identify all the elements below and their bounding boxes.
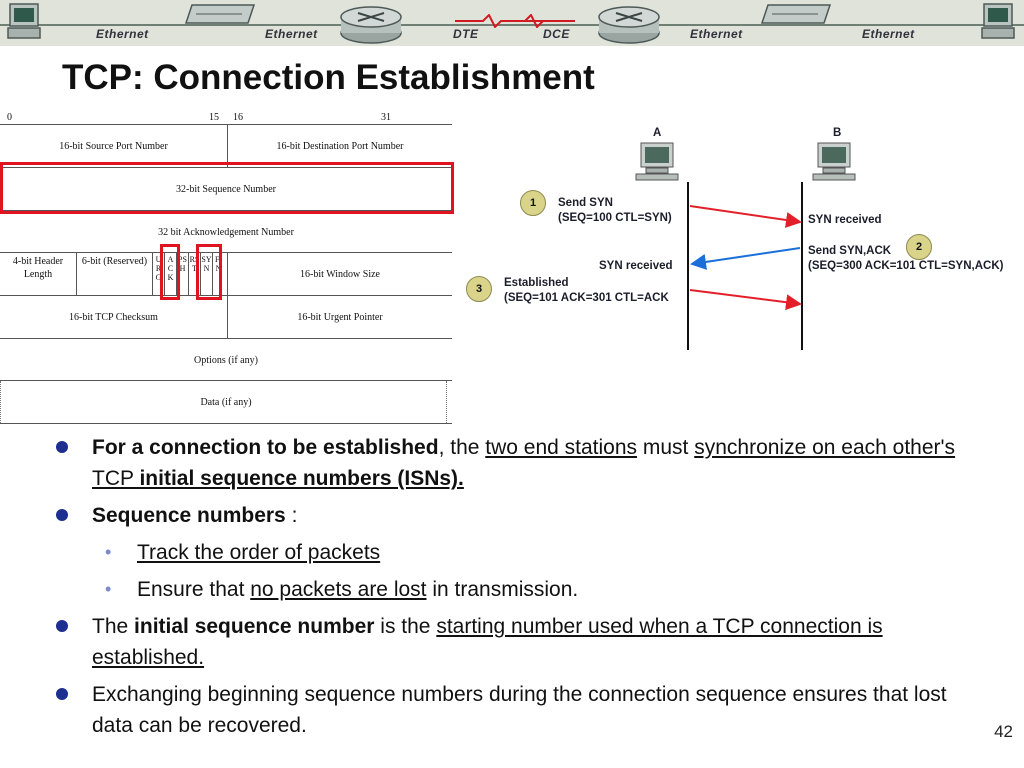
bullet-list: For a connection to be established, the … [56,432,986,747]
bullet-text: synchronize on each other's TCP [92,436,956,490]
banner-label: Ethernet [265,27,318,41]
page-number: 42 [994,722,1013,741]
flag-urg: URG [152,253,164,295]
step-3-badge: 3 [466,276,492,302]
sub-bullet-item: • Ensure that no packets are lost in tra… [56,574,986,605]
serial-link-icon [455,14,575,28]
handshake-arrows [635,142,856,350]
bullet-text: initial sequence numbers (ISNs). [139,467,464,490]
sequence-number-field: 32-bit Sequence Number [176,183,276,195]
router-icon [598,6,660,44]
pc-icon [7,3,41,39]
network-cable [0,24,1024,26]
banner-label: DTE [453,27,479,41]
tcp-header-diagram: 0 15 16 31 16-bit Source Port Number 16-… [0,110,460,430]
sub-bullet-icon: • [105,579,112,599]
bullet-item: For a connection to be established, the … [56,432,986,494]
bullet-text: no packets are lost [250,578,427,601]
bit-number: 15 [209,112,219,123]
checksum-field: 16-bit TCP Checksum [69,311,158,323]
bullet-icon [56,509,68,521]
step-3-line2: (SEQ=101 ACK=301 CTL=ACK [504,292,669,304]
syn-received-a: SYN received [599,260,673,272]
dotted-edge [446,381,453,423]
dotted-edge [0,381,7,423]
bullet-item: Exchanging beginning sequence numbers du… [56,679,986,741]
bit-number: 16 [233,112,243,123]
urgent-pointer-field: 16-bit Urgent Pointer [227,296,452,338]
syn-flag-highlight [196,244,222,300]
bullet-text: Ensure that [137,578,251,601]
bullet-text: Exchanging beginning sequence numbers du… [92,683,947,737]
bullet-text: in transmission. [426,578,579,601]
header-row-sequence: 32-bit Sequence Number [0,167,452,210]
flag-fin: FIN [212,253,224,295]
source-port-field: 16-bit Source Port Number [59,140,168,152]
bullet-icon [56,441,68,453]
header-row-ports: 16-bit Source Port Number 16-bit Destina… [0,124,452,167]
bullet-icon [56,688,68,700]
header-row-ack: 32 bit Acknowledgement Number [0,210,452,253]
sub-bullet-icon: • [105,542,112,562]
step-2-badge: 2 [906,234,932,260]
pc-icon [981,3,1015,39]
bullet-text: Track the order of packets [137,541,381,564]
syn-received-b: SYN received [808,214,882,226]
bullet-text: , the [438,436,486,459]
bullet-item: The initial sequence number is the start… [56,611,986,673]
flag-psh: PSH [176,253,188,295]
header-row-checksum: 16-bit TCP Checksum 16-bit Urgent Pointe… [0,295,452,338]
hub-icon [184,4,256,24]
bullet-item: Sequence numbers : [56,500,986,531]
ack-number-field: 32 bit Acknowledgement Number [158,226,294,238]
sequence-highlight [0,162,454,214]
ack-flag-highlight [160,244,180,300]
router-icon [340,6,402,44]
flag-syn: SYN [200,253,212,295]
step-1-line2: (SEQ=100 CTL=SYN) [558,212,672,224]
pc-icon [635,142,679,181]
pc-icon [812,142,856,181]
bit-number: 0 [7,112,12,123]
banner-label: Ethernet [690,27,743,41]
banner-label: DCE [543,27,570,41]
bullet-text: : [285,504,298,527]
step-1-badge: 1 [520,190,546,216]
header-row-options: Options (if any) [0,338,452,381]
host-a-label: A [653,127,662,139]
bullet-text: must [637,436,695,459]
flag-rst: RST [188,253,200,295]
bullet-text: starting number used when a TCP connecti… [92,615,883,669]
banner-label: Ethernet [862,27,915,41]
bullet-text: is the [374,615,437,638]
host-b-label: B [833,127,842,139]
dest-port-field: 16-bit Destination Port Number [227,125,452,167]
sub-bullet-item: • Track the order of packets [56,537,986,568]
bullet-text: For a connection to be established [92,436,439,459]
window-size-field: 16-bit Window Size [227,253,452,295]
bullet-text: Sequence numbers [92,504,286,527]
flag-ack: ACK [164,253,176,295]
bullet-text: two end stations [485,436,638,459]
reserved-field: 6-bit (Reserved) [76,253,152,295]
step-1-line1: Send SYN [558,197,613,209]
bullet-text: initial sequence number [134,615,375,638]
step-2-line1: Send SYN,ACK [808,245,892,257]
header-length-field: 4-bit Header Length [12,256,64,280]
network-banner: Ethernet Ethernet DTE DCE Ethernet Ether… [0,0,1024,46]
bit-number: 31 [381,112,391,123]
step-3-line1: Established [504,277,569,289]
options-field: Options (if any) [194,354,258,366]
header-row-flags: 4-bit Header Length 6-bit (Reserved) URG… [0,252,452,295]
hub-icon [760,4,832,24]
data-field: Data (if any) [200,396,252,408]
bullet-text: The [92,615,135,638]
header-row-data: Data (if any) [0,380,452,424]
bullet-icon [56,620,68,632]
banner-label: Ethernet [96,27,149,41]
page-title: TCP: Connection Establishment [62,58,595,97]
three-way-handshake-diagram: A B 1 Send SYN (SEQ=100 CTL=SYN) SYN rec… [460,118,1024,358]
step-2-line2: (SEQ=300 ACK=101 CTL=SYN,ACK) [808,260,1004,272]
